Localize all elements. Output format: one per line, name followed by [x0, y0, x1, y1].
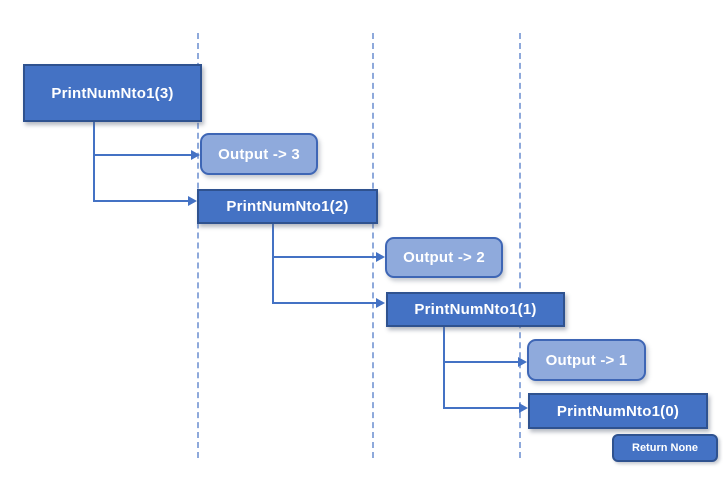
call-box-label: PrintNumNto1(3): [51, 84, 174, 102]
output-box-1: Output -> 1: [527, 339, 646, 381]
connector-vertical-2: [272, 224, 274, 304]
connector-to-output-2: [272, 256, 376, 258]
call-box-printnumnto1-1: PrintNumNto1(1): [386, 292, 565, 327]
output-box-label: Output -> 2: [403, 249, 485, 266]
output-box-3: Output -> 3: [200, 133, 318, 175]
arrow-right-icon: [376, 252, 385, 262]
call-box-printnumnto1-3: PrintNumNto1(3): [23, 64, 202, 122]
call-box-label: PrintNumNto1(0): [556, 402, 680, 420]
arrow-right-icon: [519, 403, 528, 413]
output-box-2: Output -> 2: [385, 237, 503, 278]
lifeline-dashed-2: [372, 33, 374, 458]
call-box-label: PrintNumNto1(2): [226, 198, 349, 215]
arrow-right-icon: [188, 196, 197, 206]
call-box-label: PrintNumNto1(1): [414, 301, 537, 318]
return-none-label: Return None: [632, 442, 698, 454]
lifeline-dashed-1: [197, 33, 199, 458]
output-box-label: Output -> 3: [218, 145, 300, 163]
connector-to-call-1: [272, 302, 376, 304]
connector-to-output-3: [93, 154, 191, 156]
call-box-printnumnto1-2: PrintNumNto1(2): [197, 189, 378, 224]
connector-to-output-1: [443, 361, 518, 363]
connector-vertical-3: [443, 327, 445, 409]
lifeline-dashed-3: [519, 33, 521, 458]
call-box-printnumnto1-0: PrintNumNto1(0): [528, 393, 708, 429]
return-none-box: Return None: [612, 434, 718, 462]
arrow-right-icon: [518, 357, 527, 367]
arrow-right-icon: [191, 150, 200, 160]
arrow-right-icon: [376, 298, 385, 308]
connector-to-call-2: [93, 200, 188, 202]
output-box-label: Output -> 1: [545, 351, 628, 369]
connector-vertical-1: [93, 122, 95, 202]
connector-to-call-0: [443, 407, 519, 409]
